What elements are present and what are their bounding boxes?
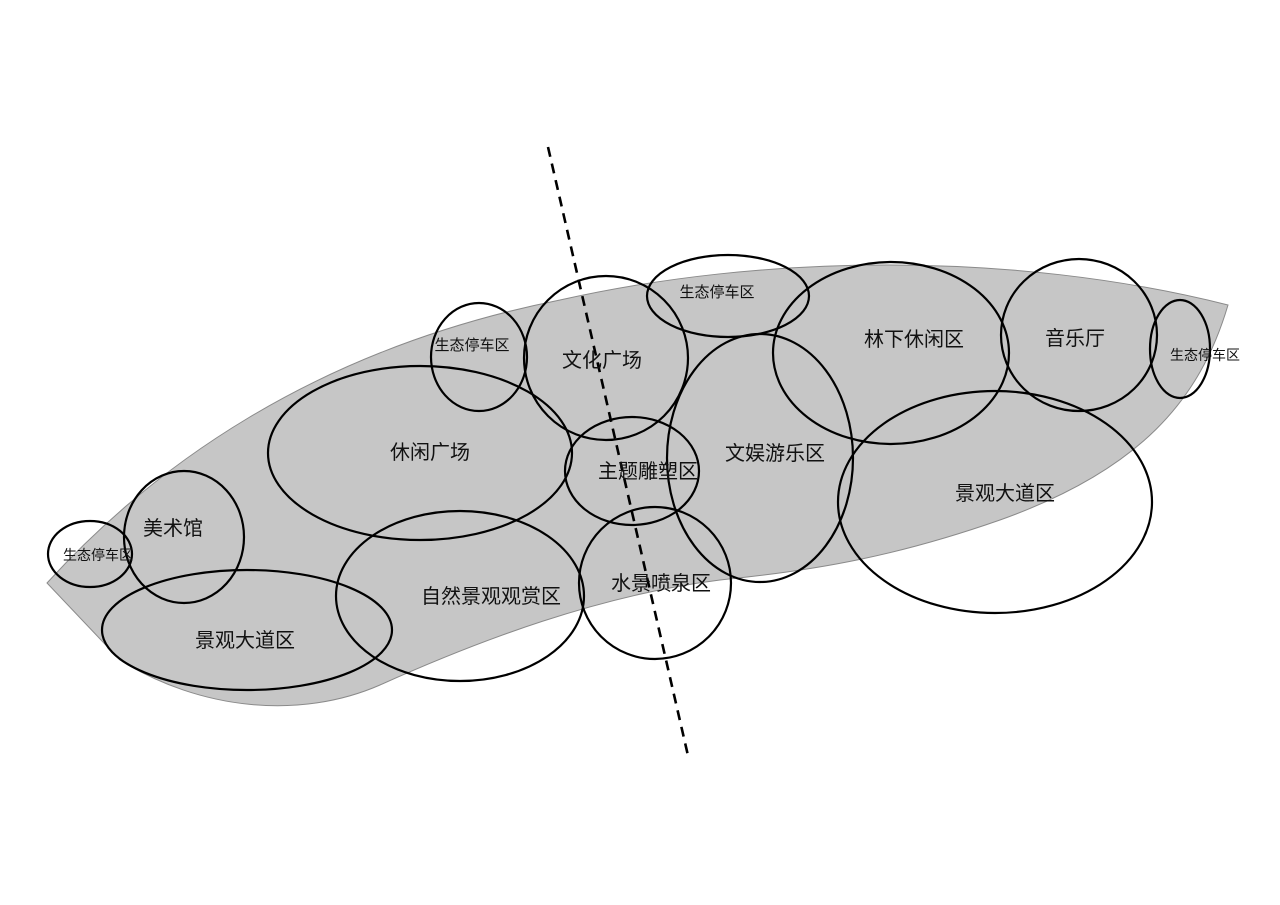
zone-label-forest-leisure: 林下休闲区 [864, 327, 964, 351]
zone-label-boulevard-west: 景观大道区 [195, 628, 295, 652]
zone-label-sculpture-zone: 主题雕塑区 [598, 459, 698, 483]
zone-bubble-cultural-plaza [522, 274, 690, 442]
zone-bubble-natural-scenery [334, 509, 586, 683]
zone-bubble-boulevard-east [836, 389, 1154, 615]
zone-bubble-leisure-plaza [266, 364, 574, 542]
zone-label-water-fountain: 水景喷泉区 [611, 571, 711, 595]
zone-bubble-concert-hall [999, 257, 1159, 413]
zone-bubble-water-fountain [577, 505, 733, 661]
zone-label-eco-parking-top: 生态停车区 [679, 283, 754, 301]
zone-label-eco-parking-far-right: 生态停车区 [1170, 347, 1240, 364]
zone-bubbles-group [46, 253, 1212, 692]
zone-bubble-forest-leisure [771, 260, 1011, 446]
dashed-axis-line [546, 146, 691, 761]
zone-bubble-art-museum [122, 469, 246, 605]
site-boundary-shape [46, 264, 1229, 707]
zone-bubble-eco-parking-far-right [1148, 298, 1212, 400]
zone-label-eco-parking-mid-left: 生态停车区 [434, 336, 509, 354]
zone-bubble-eco-parking-mid-left [429, 301, 529, 413]
zone-bubble-boulevard-west [100, 568, 394, 692]
zone-label-entertainment-zone: 文娱游乐区 [725, 441, 825, 465]
zone-bubble-entertainment-zone [665, 332, 855, 584]
zone-label-art-museum: 美术馆 [143, 516, 203, 540]
zone-label-cultural-plaza: 文化广场 [562, 348, 642, 372]
zone-labels-group: 生态停车区美术馆景观大道区休闲广场生态停车区文化广场主题雕塑区自然景观观赏区水景… [63, 283, 1240, 652]
zone-bubble-eco-parking-far-left [46, 519, 134, 589]
zone-label-boulevard-east: 景观大道区 [955, 481, 1055, 505]
zone-label-natural-scenery: 自然景观观赏区 [421, 584, 561, 608]
zone-bubble-eco-parking-top [645, 253, 811, 339]
zone-label-eco-parking-far-left: 生态停车区 [63, 547, 133, 564]
zone-bubble-sculpture-zone [563, 415, 701, 527]
zone-label-leisure-plaza: 休闲广场 [390, 440, 470, 464]
zone-label-concert-hall: 音乐厅 [1045, 326, 1105, 350]
